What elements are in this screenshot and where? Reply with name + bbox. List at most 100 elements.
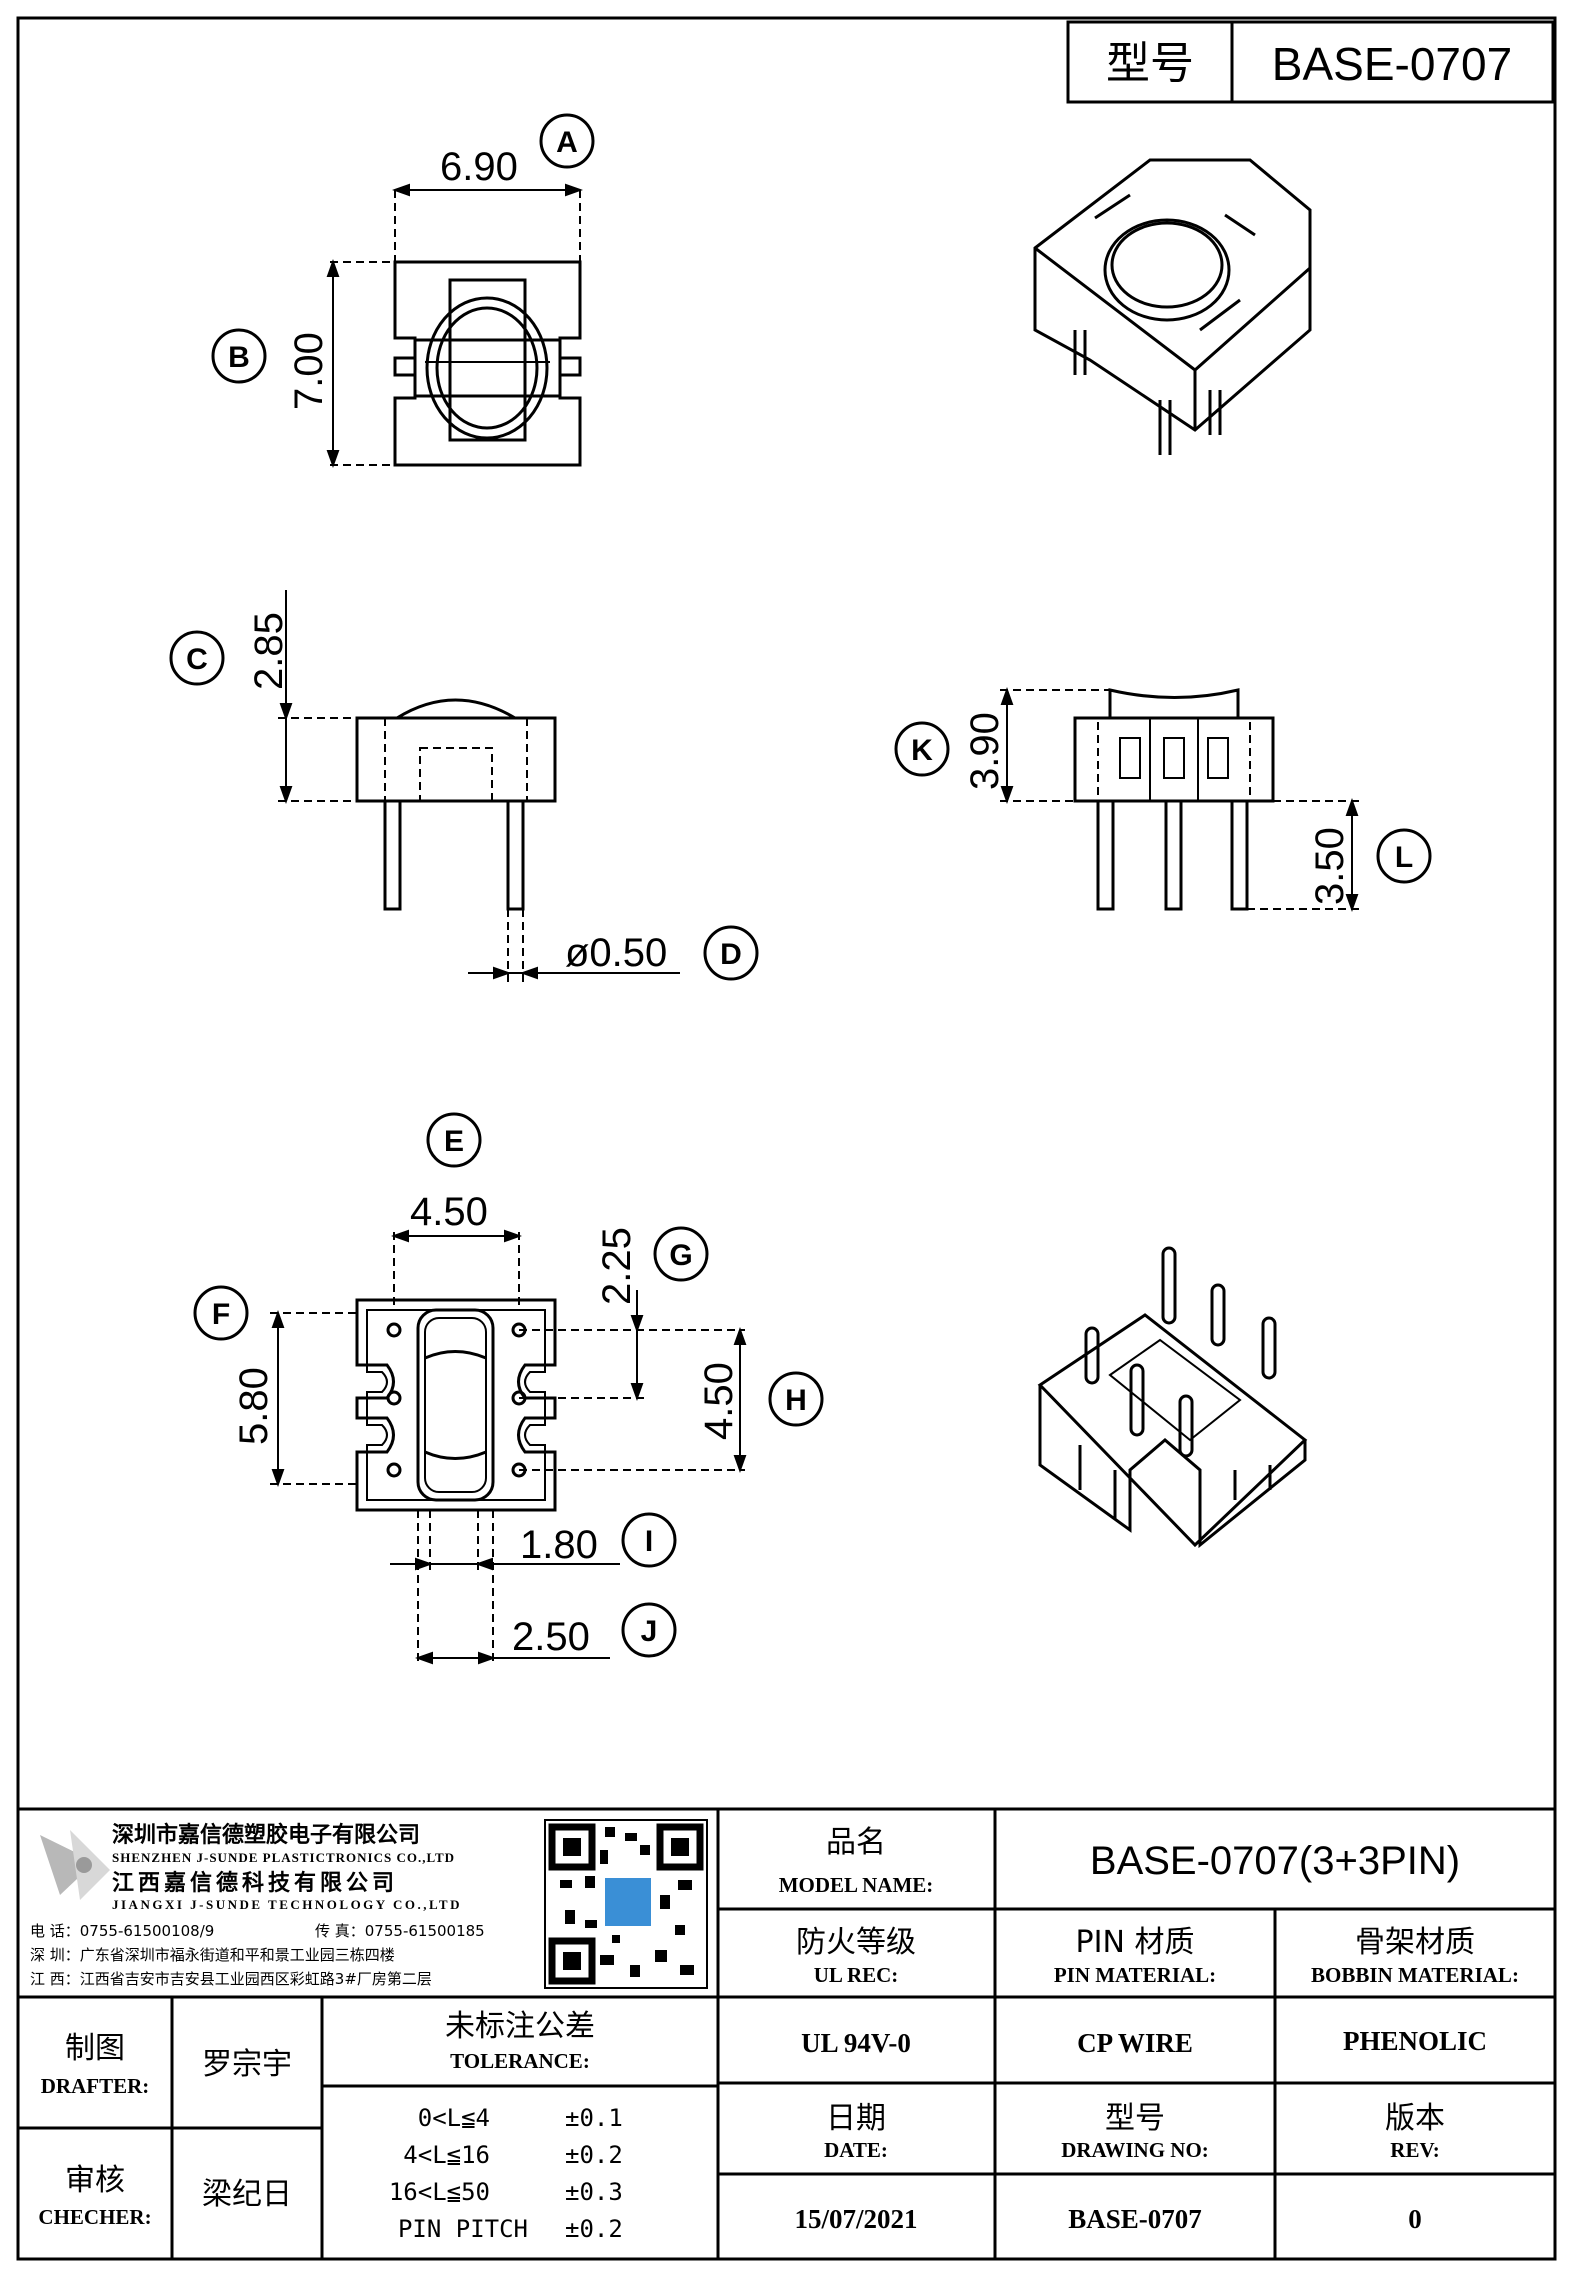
- svg-text:L: L: [1395, 841, 1413, 874]
- checker-cn: 审核: [65, 2163, 125, 2198]
- dim-h-value: 4.50: [697, 1362, 741, 1440]
- company-name-cn-1: 深圳市嘉信德塑胶电子有限公司: [112, 1822, 420, 1848]
- svg-text:E: E: [444, 1125, 464, 1158]
- svg-text:D: D: [720, 938, 742, 971]
- tolerance-value-2: ±0.2: [565, 2141, 623, 2169]
- dim-g-value: 2.25: [595, 1227, 639, 1305]
- ul-en: UL REC:: [814, 1963, 899, 1987]
- date-en: DATE:: [824, 2138, 888, 2162]
- dim-j-value: 2.50: [512, 1615, 590, 1659]
- pin-material-en: PIN MATERIAL:: [1054, 1963, 1216, 1987]
- bobbin-material-value: PHENOLIC: [1343, 2026, 1487, 2056]
- top-view: [393, 260, 582, 467]
- tolerance-range-2: 4<L≦16: [403, 2141, 490, 2169]
- company-fax: 传 真：0755-61500185: [315, 1922, 485, 1940]
- bobbin-material-en: BOBBIN MATERIAL:: [1311, 1963, 1519, 1987]
- iso-view-bottom: [1037, 1246, 1308, 1549]
- dim-h: [519, 1327, 747, 1473]
- drawing-no-en: DRAWING NO:: [1061, 2138, 1209, 2162]
- company-name-en-2: JIANGXI J-SUNDE TECHNOLOGY CO.,LTD: [112, 1897, 462, 1912]
- callout-c: C: [169, 630, 225, 686]
- tolerance-value-4: ±0.2: [565, 2215, 623, 2243]
- title-block: [18, 1807, 1555, 2259]
- dim-d: [468, 909, 680, 985]
- drawing-no-cn: 型号: [1105, 2101, 1165, 2136]
- callout-i: I: [621, 1512, 677, 1568]
- side-view-right: [1073, 688, 1275, 911]
- company-name-en-1: SHENZHEN J-SUNDE PLASTICTRONICS CO.,LTD: [112, 1850, 455, 1865]
- model-name-value: BASE-0707(3+3PIN): [1090, 1839, 1460, 1883]
- callout-j: J: [621, 1602, 677, 1658]
- pin-material-cn: PIN 材质: [1076, 1925, 1195, 1960]
- dim-c: [278, 590, 357, 804]
- dim-e: [391, 1229, 522, 1310]
- header-box: 型号 BASE-0707: [1066, 20, 1555, 104]
- callout-f: F: [193, 1285, 249, 1341]
- callout-l: L: [1376, 828, 1432, 884]
- date-value: 15/07/2021: [794, 2204, 917, 2234]
- dim-l-value: 3.50: [1308, 827, 1352, 905]
- dim-f-value: 5.80: [232, 1367, 276, 1445]
- callout-k: K: [894, 721, 950, 777]
- dim-a-value: 6.90: [440, 145, 518, 189]
- svg-text:I: I: [645, 1525, 653, 1558]
- company-address-shenzhen: 深 圳：广东省深圳市福永街道和平和景工业园三栋四楼: [30, 1946, 395, 1964]
- tolerance-cn: 未标注公差: [445, 2009, 595, 2044]
- iso-view-top: [1033, 158, 1312, 455]
- callout-e: E: [426, 1112, 482, 1168]
- svg-text:G: G: [669, 1239, 692, 1272]
- rev-en: REV:: [1390, 2138, 1439, 2162]
- tolerance-en: TOLERANCE:: [450, 2049, 590, 2073]
- callout-g: G: [653, 1226, 709, 1282]
- header-model: BASE-0707: [1272, 38, 1512, 90]
- dim-j: [415, 1510, 610, 1665]
- dim-k-value: 3.90: [963, 712, 1007, 790]
- dim-b-value: 7.00: [287, 332, 331, 410]
- dim-b: [326, 259, 395, 468]
- checker-name: 梁纪日: [202, 2177, 292, 2212]
- rev-cn: 版本: [1385, 2101, 1445, 2136]
- rev-value: 0: [1408, 2204, 1422, 2234]
- checker-en: CHECHER:: [38, 2205, 151, 2229]
- tolerance-value-1: ±0.1: [565, 2104, 623, 2132]
- model-name-cn: 品名: [826, 1825, 886, 1860]
- model-name-en: MODEL NAME:: [779, 1873, 934, 1897]
- dim-e-value: 4.50: [410, 1190, 488, 1234]
- svg-text:C: C: [186, 643, 208, 676]
- dim-a: [392, 183, 583, 262]
- company-address-jiangxi: 江 西：江西省吉安市吉安县工业园西区彩虹路3#厂房第二层: [30, 1970, 432, 1988]
- bobbin-material-cn: 骨架材质: [1355, 1925, 1475, 1960]
- dim-f: [270, 1310, 357, 1487]
- callout-h: H: [768, 1371, 824, 1427]
- bottom-view: [355, 1298, 557, 1512]
- svg-text:J: J: [641, 1615, 658, 1648]
- tolerance-range-3: 16<L≦50: [389, 2178, 490, 2206]
- dim-k: [1000, 687, 1110, 804]
- company-logo: [40, 1830, 110, 1900]
- company-name-cn-2: 江西嘉信德科技有限公司: [112, 1870, 398, 1896]
- svg-text:K: K: [911, 734, 933, 767]
- dim-d-value: ø0.50: [565, 931, 667, 975]
- ul-value: UL 94V-0: [801, 2028, 911, 2058]
- pin-material-value: CP WIRE: [1077, 2028, 1193, 2058]
- sheet-border: [16, 16, 1557, 2261]
- callout-a: A: [539, 113, 595, 169]
- date-cn: 日期: [826, 2101, 886, 2136]
- svg-text:H: H: [785, 1384, 807, 1417]
- svg-text:F: F: [212, 1298, 230, 1331]
- side-view-left: [355, 698, 557, 911]
- svg-text:B: B: [228, 341, 250, 374]
- drawing-no-value: BASE-0707: [1068, 2204, 1202, 2234]
- tolerance-range-4: PIN PITCH: [398, 2215, 528, 2243]
- qr-code: [544, 1819, 708, 1989]
- svg-text:A: A: [556, 126, 578, 159]
- dim-l: [1247, 798, 1360, 912]
- header-type-label: 型号: [1106, 38, 1194, 89]
- drafter-en: DRAFTER:: [41, 2074, 150, 2098]
- dim-g: [519, 1290, 645, 1401]
- company-phone: 电 话：0755-61500108/9: [30, 1922, 214, 1940]
- tolerance-value-3: ±0.3: [565, 2178, 623, 2206]
- drafter-name: 罗宗宇: [202, 2047, 292, 2082]
- ul-cn: 防火等级: [796, 1925, 916, 1960]
